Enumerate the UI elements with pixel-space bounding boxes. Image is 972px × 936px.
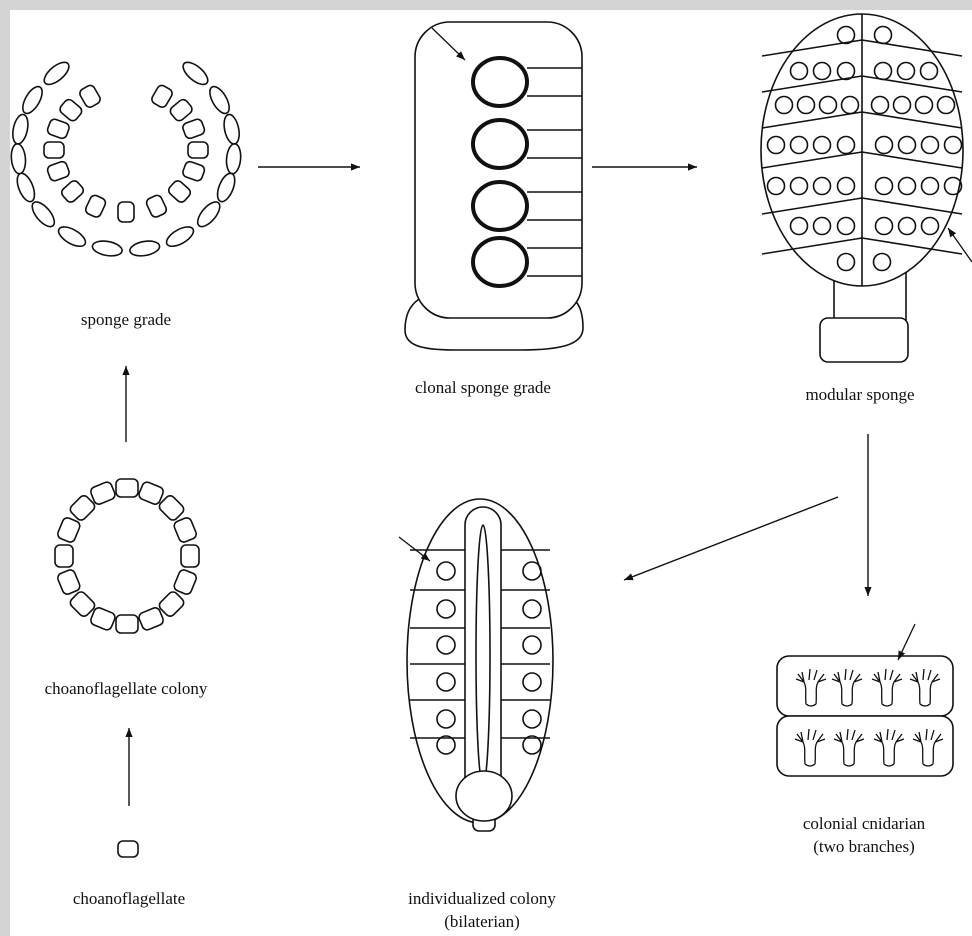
- sponge-inner-cell: [118, 202, 134, 222]
- label-modular-sponge: modular sponge: [805, 385, 914, 404]
- label-sponge-grade: sponge grade: [81, 310, 171, 329]
- label-clonal-sponge-grade: clonal sponge grade: [415, 378, 551, 397]
- colony-cell: [173, 568, 198, 595]
- sponge-inner-cell: [58, 98, 84, 123]
- sponge-outer-cell: [194, 198, 224, 230]
- sponge-outer-cell: [10, 113, 30, 145]
- colony-cell: [173, 516, 198, 543]
- sponge-outer-cell: [129, 239, 161, 258]
- sponge-inner-cell: [46, 118, 70, 140]
- label-individualized-colony: individualized colony: [408, 889, 556, 908]
- sponge-outer-cell: [14, 171, 38, 204]
- modular-sponge-figure: [761, 14, 963, 362]
- cnidarian-pointer-arrow: [898, 624, 915, 660]
- sponge-inner-cell: [44, 142, 64, 158]
- sponge-outer-cell: [41, 58, 73, 88]
- sponge-inner-cell: [84, 194, 107, 219]
- label-choanoflagellate-colony: choanoflagellate colony: [45, 679, 208, 698]
- sponge-inner-cell: [46, 160, 70, 182]
- colony-cell: [89, 481, 116, 506]
- sponge-outer-cell: [91, 239, 123, 258]
- sponge-outer-cell: [179, 58, 211, 88]
- individualized-pointer-arrow: [399, 537, 430, 561]
- sponge-outer-cell: [222, 113, 242, 145]
- sponge-outer-cell: [225, 143, 242, 174]
- choanoflagellate-cell: [118, 841, 138, 857]
- sponge-outer-cell: [214, 171, 238, 204]
- arrow-modular-to-individualized: [624, 497, 838, 580]
- colony-cell: [138, 481, 165, 506]
- sponge-outer-cell: [206, 84, 233, 117]
- colony-cell: [138, 606, 165, 631]
- label-colonial-cnidarian-sub: (two branches): [813, 837, 915, 856]
- sponge-inner-cell: [168, 98, 194, 123]
- colony-cell: [89, 606, 116, 631]
- sponge-outer-cell: [164, 223, 197, 250]
- colony-cell: [56, 568, 81, 595]
- colony-cell: [181, 545, 199, 567]
- sponge-inner-cell: [78, 84, 102, 109]
- label-choanoflagellate: choanoflagellate: [73, 889, 185, 908]
- individualized-colony-figure: [407, 499, 553, 831]
- choanoflagellate-colony-figure: [55, 479, 199, 633]
- label-individualized-colony-sub: (bilaterian): [444, 912, 520, 931]
- colony-cell: [56, 516, 81, 543]
- sponge-inner-cell: [188, 142, 208, 158]
- clonal-sponge-figure: [405, 22, 583, 350]
- sponge-grade-figure: [10, 58, 242, 258]
- sponge-inner-cell: [145, 194, 168, 219]
- sponge-outer-cell: [19, 84, 46, 117]
- sponge-inner-cell: [167, 179, 193, 204]
- colony-cell: [55, 545, 73, 567]
- colony-cell: [116, 479, 138, 497]
- sponge-inner-cell: [60, 179, 86, 204]
- label-colonial-cnidarian: colonial cnidarian: [803, 814, 926, 833]
- colonial-cnidarian-figure: [777, 656, 953, 776]
- colony-cell: [116, 615, 138, 633]
- sponge-inner-cell: [182, 160, 206, 182]
- sponge-outer-cell: [10, 143, 27, 174]
- sponge-inner-cell: [182, 118, 206, 140]
- sponge-outer-cell: [56, 223, 89, 250]
- sponge-outer-cell: [28, 198, 58, 230]
- modular-pointer-arrow: [948, 228, 972, 262]
- sponge-inner-cell: [150, 84, 174, 109]
